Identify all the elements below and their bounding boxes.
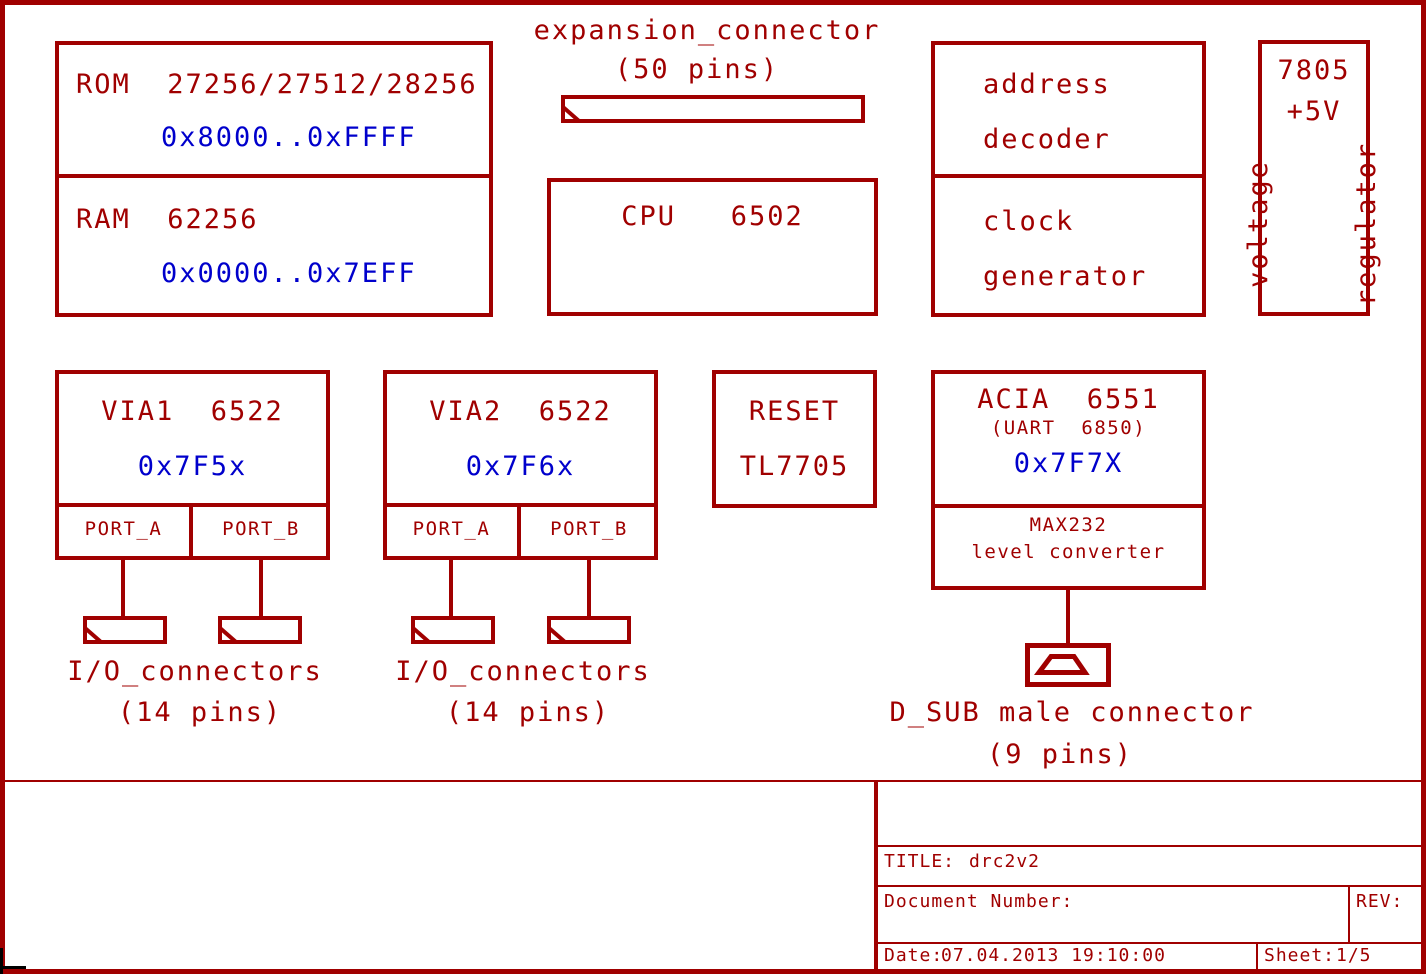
clock-generator-label-2: generator xyxy=(983,261,1148,292)
reset-part-number: TL7705 xyxy=(739,451,850,482)
cpu-block xyxy=(547,178,878,316)
acia-title: ACIA 6551 xyxy=(977,384,1160,415)
rom-title: ROM 27256/27512/28256 xyxy=(76,69,478,100)
address-decoder-label-2: decoder xyxy=(983,124,1111,155)
vreg-rotated-label: voltage regulator xyxy=(1169,142,1426,306)
via1-port-b-label: PORT_B xyxy=(222,518,300,540)
title-label: TITLE: xyxy=(884,851,956,872)
title-block-left-line xyxy=(874,780,878,974)
corner-mark xyxy=(0,966,26,969)
max232-label: MAX232 xyxy=(1029,514,1108,536)
dsub-connector-label: D_SUB male connector xyxy=(889,697,1255,728)
expansion-connector-label: expansion_connector xyxy=(533,15,881,46)
acia-max232-divider xyxy=(931,504,1206,508)
document-row-top-line xyxy=(878,885,1426,887)
address-decoder-label-1: address xyxy=(983,69,1111,100)
document-number-label: Document Number: xyxy=(884,891,1074,912)
expansion-connector-pins: (50 pins) xyxy=(614,54,780,85)
corner-mark xyxy=(0,948,3,974)
via2-title: VIA2 6522 xyxy=(429,396,612,427)
via2-port-b-label: PORT_B xyxy=(550,518,628,540)
rom-ram-divider xyxy=(55,174,493,178)
wire-via2-portb xyxy=(587,556,591,618)
io-connector-icon xyxy=(411,616,495,644)
rom-address-range: 0x8000..0xFFFF xyxy=(161,122,417,153)
acia-address-range: 0x7F7X xyxy=(1013,448,1124,479)
via2-port-divider xyxy=(517,503,521,560)
ram-address-range: 0x0000..0x7EFF xyxy=(161,258,417,289)
vreg-rotated-line2: regulator xyxy=(1351,141,1382,307)
decoder-clock-divider xyxy=(931,174,1206,178)
vreg-part-number: 7805 xyxy=(1277,55,1351,86)
io-connectors-left-pins: (14 pins) xyxy=(117,697,283,728)
wire-via2-porta xyxy=(449,556,453,618)
via2-address-range: 0x7F6x xyxy=(465,451,576,482)
date-value: 07.04.2013 19:10:00 xyxy=(941,945,1166,966)
rev-cell-divider xyxy=(1348,885,1350,944)
decoder-clock-block xyxy=(931,41,1206,317)
level-converter-label: level converter xyxy=(971,541,1166,563)
wire-via1-portb xyxy=(259,556,263,618)
voltage-regulator-block xyxy=(1258,40,1370,316)
wire-via1-porta xyxy=(121,556,125,618)
dsub-connector-icon xyxy=(1025,643,1111,687)
io-connector-icon xyxy=(83,616,167,644)
reset-block xyxy=(712,370,877,508)
title-row-top-line xyxy=(878,845,1426,847)
wire-acia-dsub xyxy=(1066,586,1070,646)
rom-ram-block xyxy=(55,41,493,317)
via1-address-range: 0x7F5x xyxy=(137,451,248,482)
date-row-top-line xyxy=(878,942,1426,944)
via1-port-divider xyxy=(189,503,193,560)
via1-title: VIA1 6522 xyxy=(101,396,284,427)
sheet-value: 1/5 xyxy=(1336,945,1372,966)
vreg-output-voltage: +5V xyxy=(1286,96,1342,127)
clock-generator-label-1: clock xyxy=(983,206,1075,237)
io-connectors-right-label: I/O_connectors xyxy=(395,656,651,687)
reset-label: RESET xyxy=(748,396,841,427)
sheet-label: Sheet: xyxy=(1264,945,1336,966)
title-block-top-line xyxy=(0,780,1426,782)
io-connectors-right-pins: (14 pins) xyxy=(445,697,611,728)
expansion-connector-icon xyxy=(561,95,865,123)
title-value: drc2v2 xyxy=(969,851,1041,872)
via1-port-a-label: PORT_A xyxy=(84,518,163,540)
cpu-title: CPU 6502 xyxy=(621,201,804,232)
vreg-rotated-line1: voltage xyxy=(1243,160,1274,288)
dsub-connector-pins: (9 pins) xyxy=(986,739,1134,770)
io-connector-icon xyxy=(218,616,302,644)
rev-label: REV: xyxy=(1356,891,1404,912)
ram-title: RAM 62256 xyxy=(76,204,259,235)
date-label: Date: xyxy=(884,945,944,966)
acia-subtitle: (UART 6850) xyxy=(990,417,1147,439)
io-connectors-left-label: I/O_connectors xyxy=(67,656,323,687)
sheet-cell-divider xyxy=(1256,942,1258,974)
io-connector-icon xyxy=(547,616,631,644)
via2-port-a-label: PORT_A xyxy=(412,518,491,540)
